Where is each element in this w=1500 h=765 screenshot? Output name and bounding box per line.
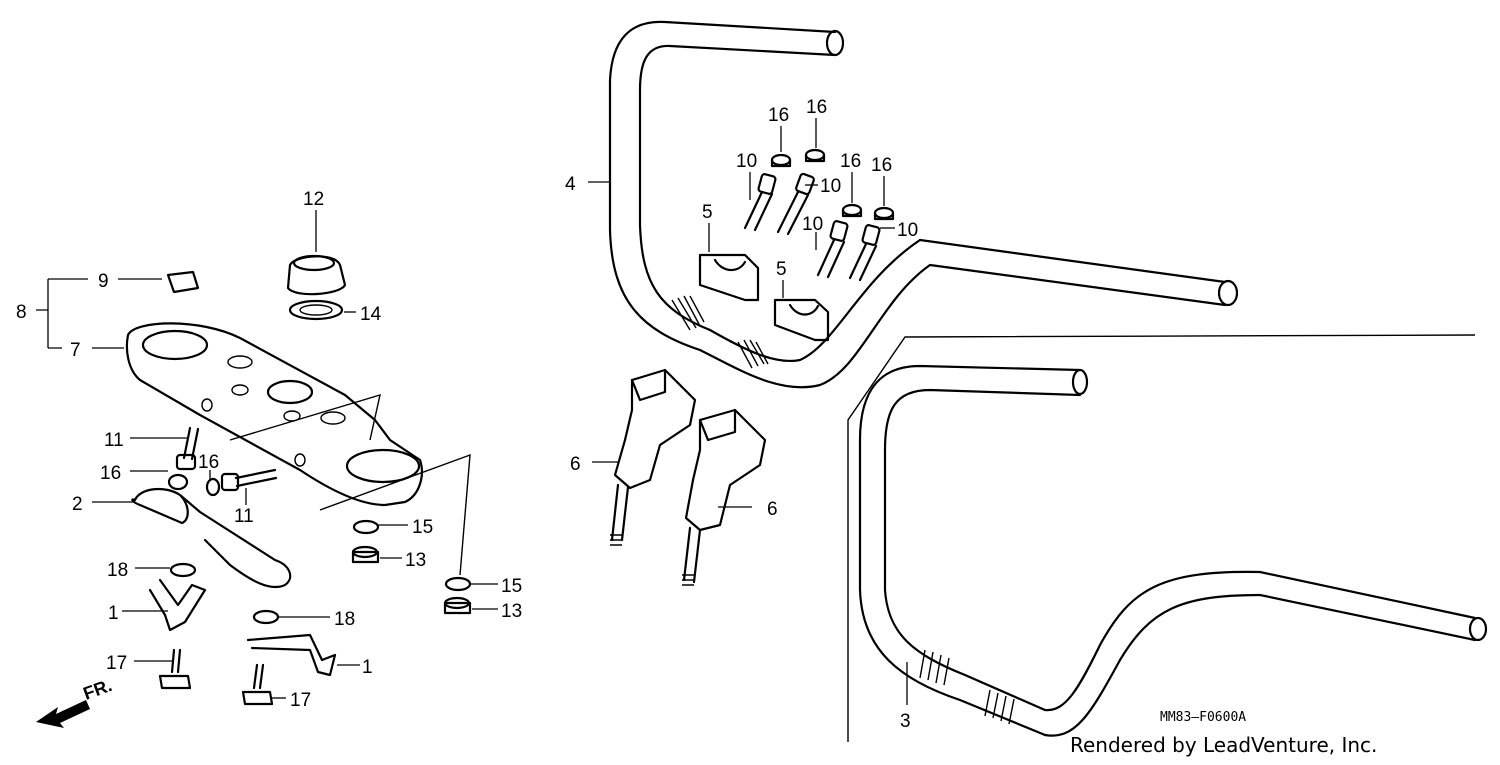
washer-part-14[interactable] bbox=[288, 299, 344, 321]
callout-4: 4 bbox=[565, 174, 576, 195]
washer-part-15b[interactable] bbox=[444, 576, 472, 592]
nut-part-13a[interactable] bbox=[351, 545, 380, 564]
callout-13a: 13 bbox=[405, 550, 426, 571]
callout-17b: 17 bbox=[290, 690, 311, 711]
handlebar-part-4[interactable] bbox=[608, 20, 1239, 389]
callout-11a: 11 bbox=[104, 430, 124, 451]
top-bridge-part-7[interactable] bbox=[125, 322, 471, 576]
callout-16e: 16 bbox=[100, 463, 121, 484]
emblem-part-9[interactable] bbox=[166, 270, 200, 294]
bolt-part-17b[interactable] bbox=[241, 663, 274, 706]
callout-17a: 17 bbox=[106, 653, 127, 674]
callout-10b: 10 bbox=[820, 176, 841, 197]
callout-15b: 15 bbox=[501, 576, 522, 597]
section-divider bbox=[847, 334, 1476, 742]
bracket-part-1b[interactable] bbox=[246, 633, 337, 677]
callout-16b: 16 bbox=[806, 97, 827, 118]
callout-3: 3 bbox=[900, 711, 911, 732]
callout-14: 14 bbox=[360, 304, 382, 325]
callout-8: 8 bbox=[16, 302, 27, 323]
callout-2: 2 bbox=[72, 494, 83, 515]
callout-10d: 10 bbox=[897, 220, 918, 241]
callout-16c: 16 bbox=[840, 151, 861, 172]
stem-nut-part-12[interactable] bbox=[286, 254, 347, 296]
callout-6a: 6 bbox=[570, 454, 581, 475]
callout-5a: 5 bbox=[702, 202, 713, 223]
callout-1b: 1 bbox=[362, 657, 373, 678]
callout-7: 7 bbox=[70, 340, 81, 361]
callout-16a: 16 bbox=[768, 105, 789, 126]
cap-part-16f[interactable] bbox=[205, 477, 221, 497]
cap-part-16c[interactable] bbox=[841, 203, 863, 218]
cap-part-16d[interactable] bbox=[873, 206, 895, 221]
holder-upper-part-5a[interactable] bbox=[698, 253, 760, 302]
callout-13b: 13 bbox=[501, 601, 522, 622]
holder-upper-part-5b[interactable] bbox=[773, 298, 830, 342]
washer-part-18a[interactable] bbox=[169, 562, 197, 578]
bolt-part-11a[interactable] bbox=[175, 426, 200, 471]
callout-5b: 5 bbox=[776, 259, 787, 280]
bolt-part-17a[interactable] bbox=[158, 648, 192, 690]
bolt-part-10b[interactable] bbox=[776, 172, 815, 236]
callout-10a: 10 bbox=[736, 151, 757, 172]
bolt-part-10d[interactable] bbox=[848, 224, 881, 282]
cap-part-16b[interactable] bbox=[804, 148, 826, 163]
front-direction-arrow: FR. bbox=[36, 675, 115, 728]
callout-9: 9 bbox=[98, 271, 109, 292]
cap-part-16a[interactable] bbox=[770, 153, 792, 168]
callouts: 4 5 5 10 10 10 10 16 16 16 16 6 6 3 9 8 … bbox=[16, 97, 918, 732]
callout-12: 12 bbox=[303, 189, 324, 210]
bolt-part-10a[interactable] bbox=[743, 173, 777, 232]
bolt-part-10c[interactable] bbox=[816, 220, 849, 279]
credit-text: Rendered by LeadVenture, Inc. bbox=[1070, 733, 1377, 757]
nut-part-13b[interactable] bbox=[443, 596, 472, 615]
callout-15a: 15 bbox=[412, 517, 433, 538]
callout-10c: 10 bbox=[802, 214, 823, 235]
callout-16f: 16 bbox=[198, 452, 219, 473]
drawing-code: MM83—F0600A bbox=[1160, 710, 1246, 725]
handlebar-part-3[interactable] bbox=[858, 364, 1488, 737]
callout-11b: 11 bbox=[234, 506, 254, 527]
callout-18a: 18 bbox=[107, 560, 128, 581]
callout-18b: 18 bbox=[334, 609, 355, 630]
callout-1a: 1 bbox=[108, 603, 119, 624]
riser-part-6b[interactable] bbox=[682, 408, 767, 586]
riser-part-6a[interactable] bbox=[610, 368, 697, 546]
callout-6b: 6 bbox=[767, 499, 778, 520]
bolt-part-11b[interactable] bbox=[220, 468, 278, 492]
callout-16d: 16 bbox=[871, 155, 892, 176]
front-label: FR. bbox=[81, 675, 115, 704]
cap-part-16e[interactable] bbox=[167, 473, 189, 491]
clip-part-2[interactable] bbox=[131, 487, 292, 589]
washer-part-15a[interactable] bbox=[352, 519, 380, 535]
washer-part-18b[interactable] bbox=[252, 609, 280, 625]
bracket-part-1a[interactable] bbox=[148, 578, 207, 632]
